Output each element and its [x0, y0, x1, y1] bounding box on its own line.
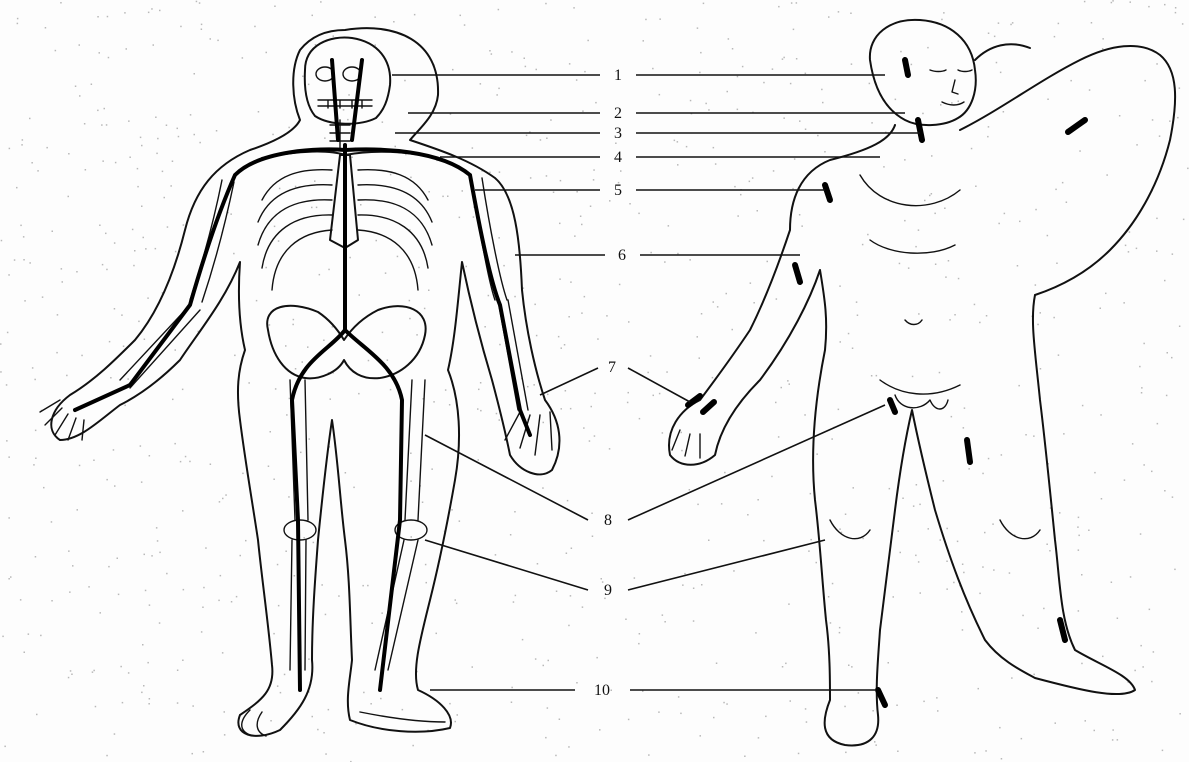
callout-1: 1: [614, 67, 622, 84]
callout-10: 10: [594, 682, 610, 699]
hand-bones-right: [40, 400, 84, 440]
skeleton-figure: [40, 28, 559, 736]
head-outline: [870, 20, 976, 125]
callout-4: 4: [614, 149, 622, 166]
callout-5: 5: [614, 182, 622, 199]
torso-legs-outline: [669, 125, 1135, 745]
fingers: [672, 430, 700, 458]
callout-3: 3: [614, 125, 622, 142]
foot-left: [360, 712, 445, 722]
hand-behind-head: [975, 44, 1030, 60]
callout-6: 6: [618, 247, 626, 264]
callout-8: 8: [604, 512, 612, 529]
callout-7: 7: [608, 359, 616, 376]
arteries: [75, 60, 530, 690]
callout-9: 9: [604, 582, 612, 599]
leader-lines: [392, 75, 920, 690]
raised-arm: [960, 46, 1175, 295]
face-features: [930, 70, 972, 105]
limb-bones: [120, 178, 528, 670]
callout-2: 2: [614, 105, 622, 122]
foot-right: [242, 710, 266, 736]
groin-contour: [895, 395, 948, 409]
knee-contours: [830, 520, 1040, 539]
surface-figure: [669, 20, 1175, 746]
callout-numbers: 1 2 3 4 5 6 7 8 9 10: [594, 67, 626, 699]
teeth: [318, 100, 372, 108]
